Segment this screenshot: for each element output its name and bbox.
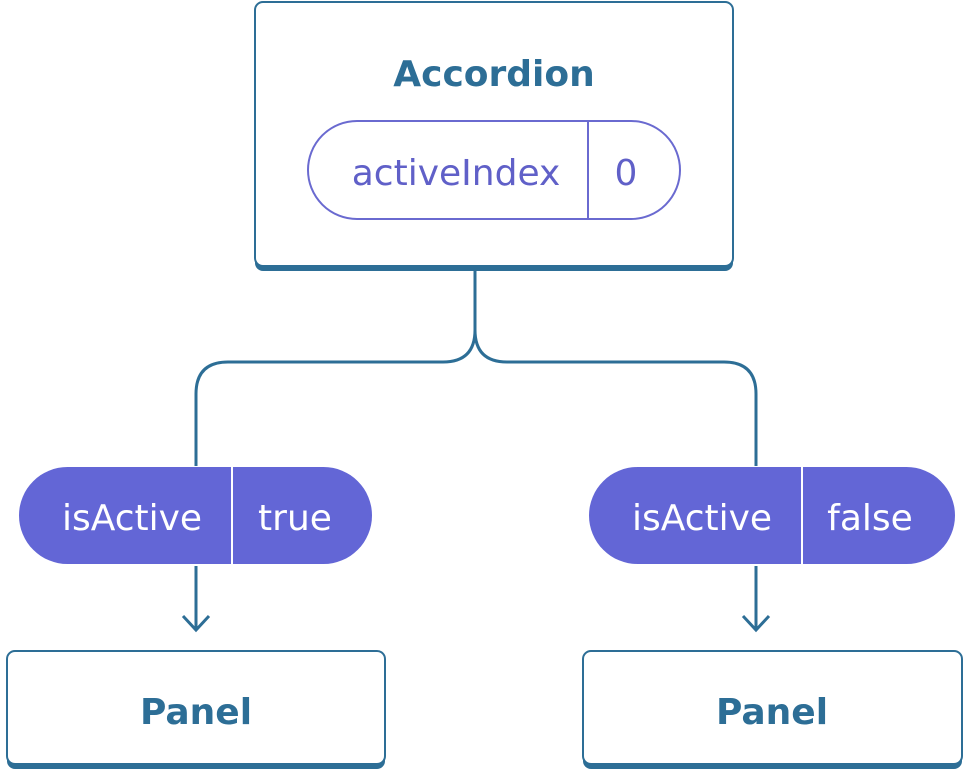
right-prop-pill-shape <box>589 467 955 564</box>
left-panel-node: Panel <box>6 650 386 769</box>
arrow-right-head <box>741 614 771 633</box>
right-prop-pill: isActive false <box>589 467 955 564</box>
accordion-node: Accordion activeIndex 0 <box>254 1 734 271</box>
arrow-left-head <box>181 614 211 633</box>
active-index-state-pill: activeIndex 0 <box>307 120 681 220</box>
left-panel-title: Panel <box>140 692 252 733</box>
right-panel-node: Panel <box>582 650 963 769</box>
connector-left-branch <box>194 329 477 466</box>
left-prop-pill-shape <box>19 467 372 564</box>
left-prop-pill: isActive true <box>19 467 372 564</box>
right-prop-value: false <box>827 498 913 539</box>
right-prop-name: isActive <box>632 498 772 539</box>
left-prop-name: isActive <box>62 498 202 539</box>
tree-connectors <box>181 270 771 633</box>
state-value: 0 <box>615 153 638 194</box>
accordion-title: Accordion <box>393 54 595 95</box>
right-panel-box <box>582 650 963 765</box>
left-prop-value: true <box>258 498 332 539</box>
state-name: activeIndex <box>352 153 561 194</box>
left-panel-box <box>6 650 386 765</box>
connector-right-branch <box>473 329 758 466</box>
right-panel-title: Panel <box>716 692 828 733</box>
